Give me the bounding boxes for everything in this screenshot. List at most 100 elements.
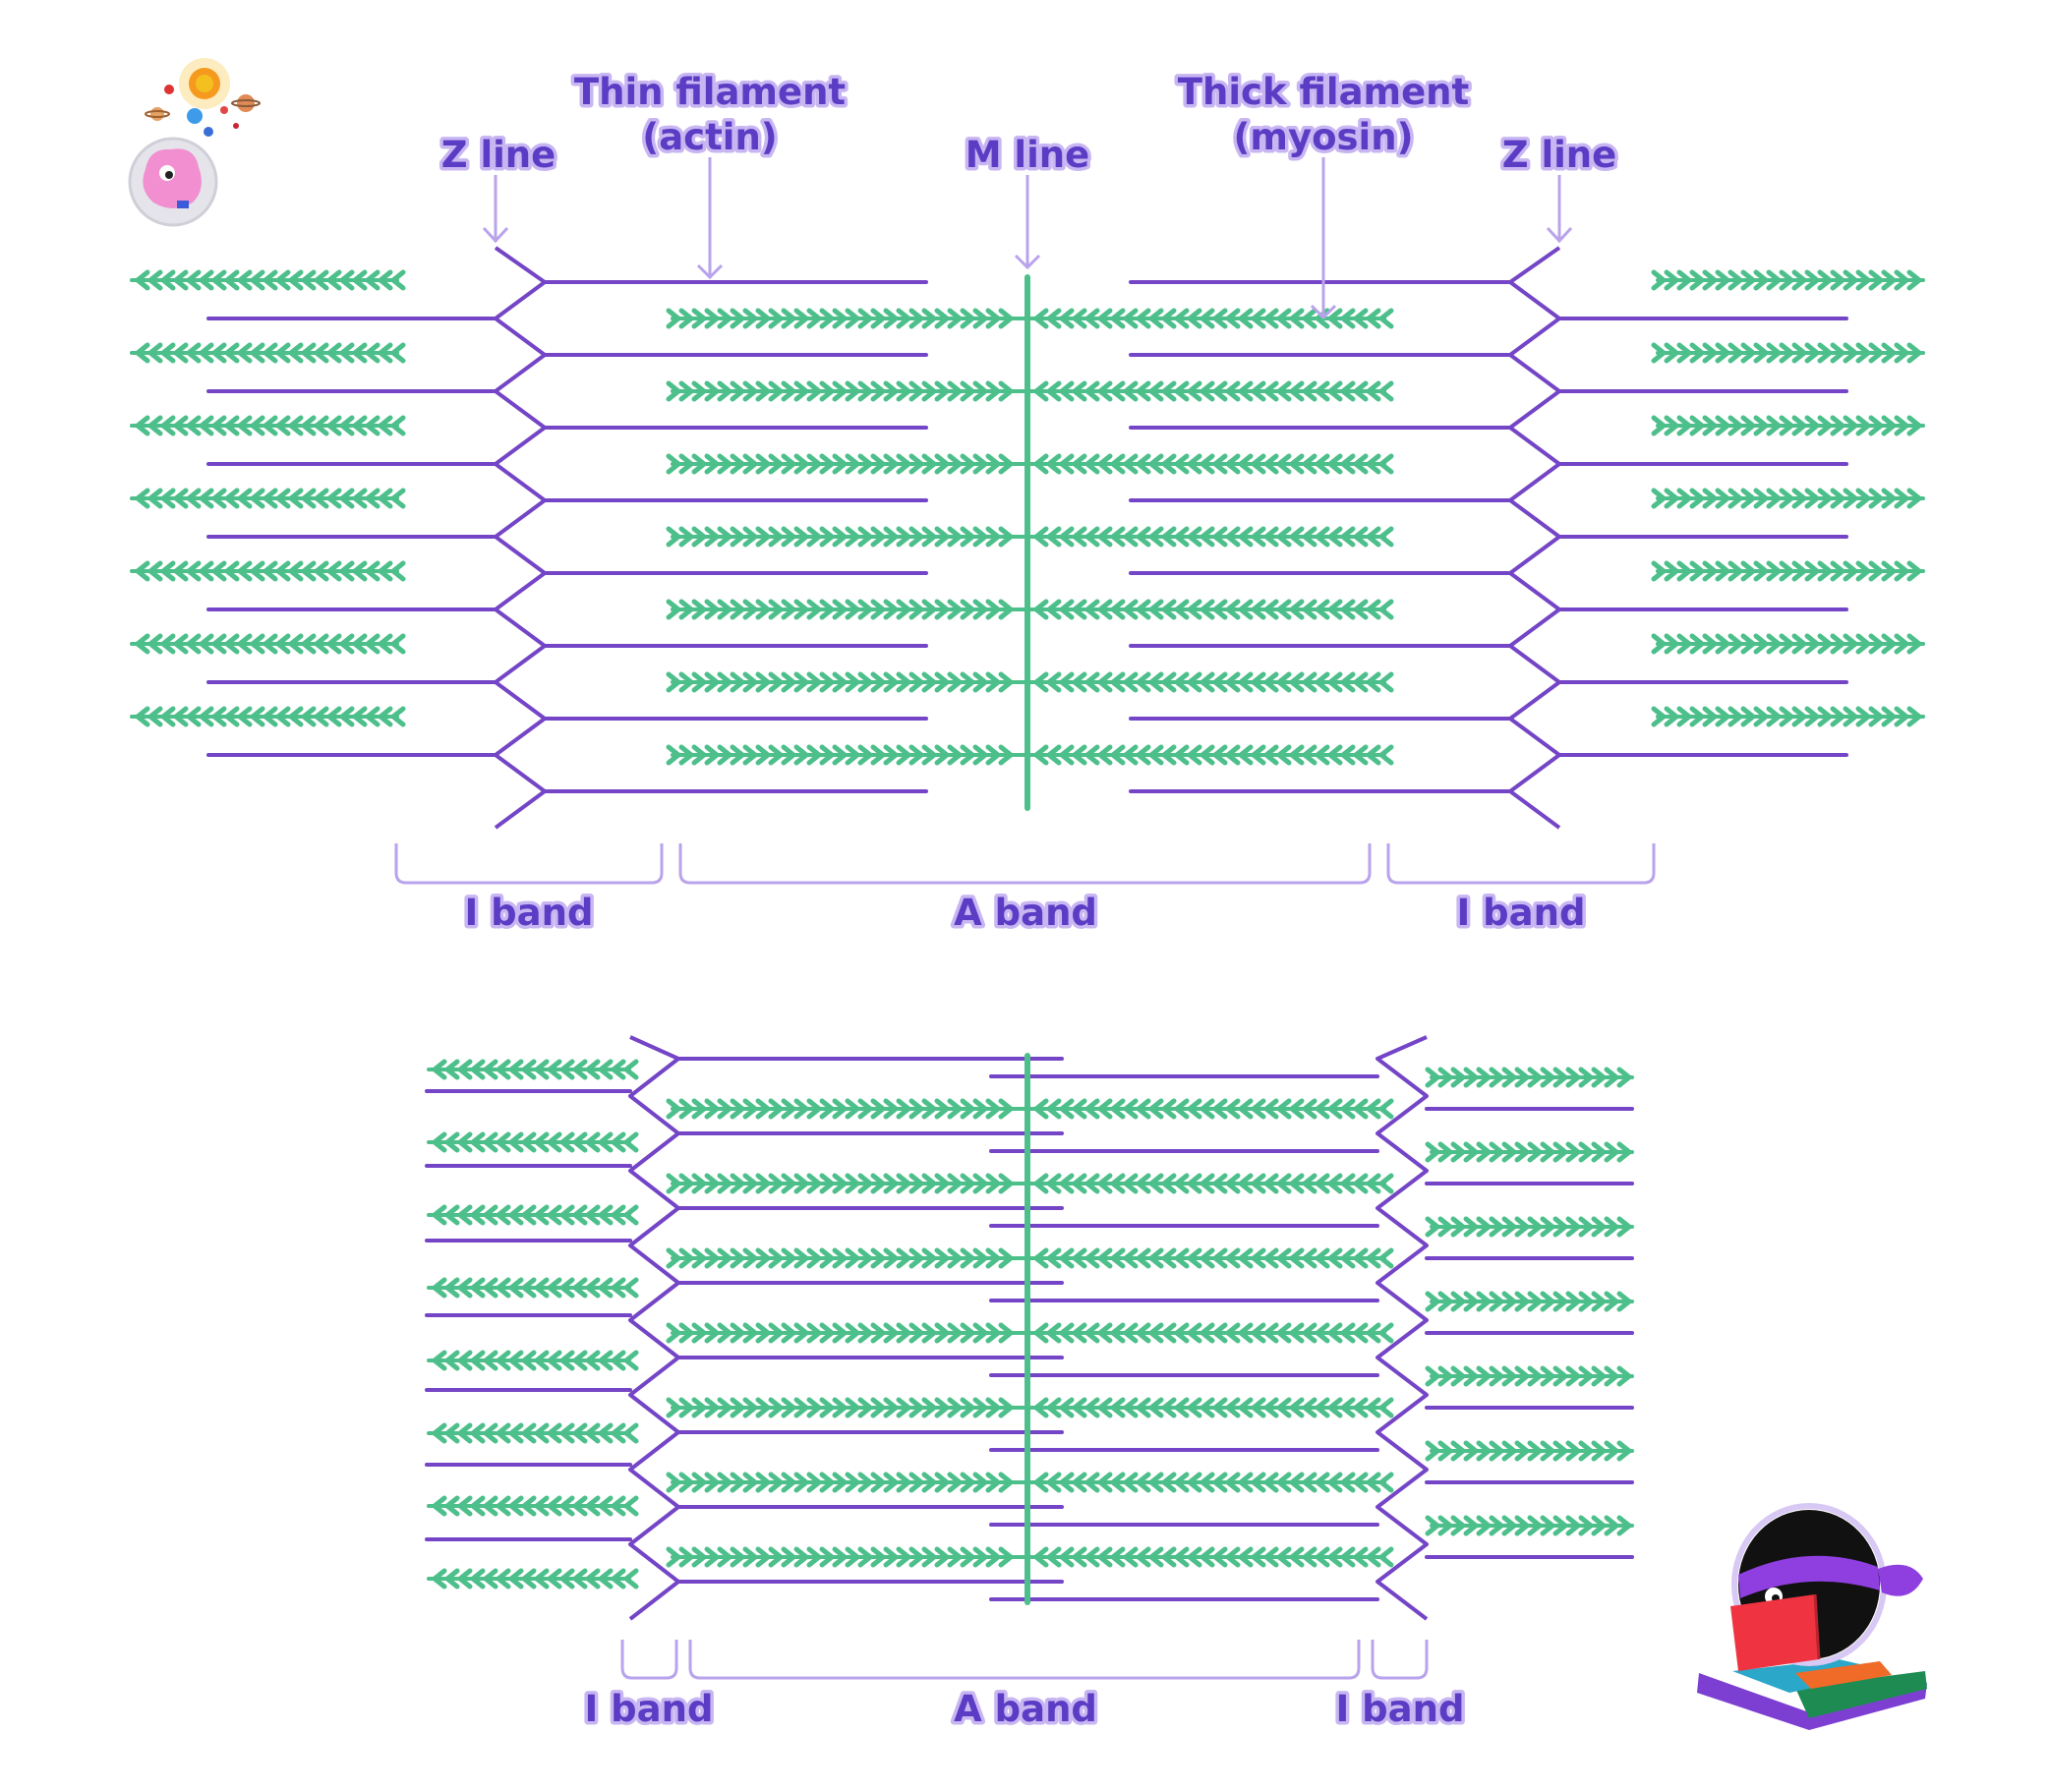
z-line-right (1376, 1035, 1429, 1621)
relaxed-band-brackets (394, 843, 1656, 885)
neighbour-thick-filament-right (1425, 1515, 1634, 1536)
thick-filament-right-half (1028, 744, 1394, 766)
myosin-heads (135, 342, 406, 364)
neighbour-thick-filament-left (130, 706, 406, 727)
myosin-heads (1033, 380, 1394, 402)
myosin-heads (432, 1568, 639, 1590)
z-line-left (494, 246, 547, 830)
neighbour-thick-filament-right (1651, 706, 1925, 727)
neighbour-thick-filament-right (1425, 1291, 1634, 1312)
myosin-heads (1425, 1291, 1632, 1312)
ninja-reading-mascot-icon (1697, 1503, 1927, 1730)
thick-filament-left-half (666, 1472, 1026, 1493)
a-band-bracket (678, 843, 1372, 885)
myosin-heads (666, 1546, 1014, 1568)
myosin-heads (135, 415, 406, 436)
thick-filament-right-half (1028, 1472, 1394, 1493)
thick-filament-label: Thick filament (1178, 71, 1469, 113)
z-line-right-pointer (1546, 175, 1573, 244)
neighbour-thick-filament-right (1651, 415, 1925, 436)
i-band-right-bracket (1386, 843, 1656, 885)
myosin-heads (666, 1397, 1014, 1418)
thick-filament-left-half (666, 308, 1026, 329)
myosin-heads (1033, 1322, 1394, 1344)
neighbour-thick-filament-right (1425, 1216, 1634, 1238)
thick-filament-right-half (1028, 1173, 1394, 1194)
myosin-heads (1651, 415, 1922, 436)
neighbour-thick-filament-left (427, 1204, 639, 1226)
thick-filament-right-half (1028, 453, 1394, 475)
contracted-sarcomere: I band A band I band (425, 1035, 1634, 1734)
neighbour-thick-filament-right (1651, 560, 1925, 582)
myosin-heads (135, 706, 406, 727)
myosin-heads (1425, 1216, 1632, 1238)
myosin-heads (432, 1059, 639, 1080)
neighbour-thick-filament-left (427, 1422, 639, 1444)
myosin-heads (1033, 1397, 1394, 1418)
label-pointers (482, 157, 1573, 320)
myosin-heads (432, 1277, 639, 1299)
relaxed-filaments (130, 246, 1925, 830)
thick-filament-left-half (666, 1173, 1026, 1194)
neighbour-thick-filament-left (130, 415, 406, 436)
neighbour-thick-filament-right (1651, 269, 1925, 291)
neighbour-thick-filament-right (1651, 342, 1925, 364)
myosin-heads (1033, 744, 1394, 766)
neighbour-thick-filament-left (427, 1059, 639, 1080)
myosin-heads (1033, 1472, 1394, 1493)
myosin-heads (1425, 1515, 1632, 1536)
z-line-right-label: Z line (1502, 134, 1617, 176)
thick-filament-right-half (1028, 526, 1394, 548)
m-line-pointer (1014, 175, 1041, 270)
thick-filament-left-half (666, 744, 1026, 766)
neighbour-thick-filament-left (427, 1277, 639, 1299)
thick-filament-left-half (666, 1546, 1026, 1568)
thick-filament-right-half (1028, 599, 1394, 620)
myosin-heads (1651, 269, 1922, 291)
myosin-heads (666, 599, 1014, 620)
myosin-heads (666, 526, 1014, 548)
thick-filament-right-half (1028, 308, 1394, 329)
thick-filament-left-half (666, 1322, 1026, 1344)
myosin-heads (666, 453, 1014, 475)
neighbour-thick-filament-left (427, 1131, 639, 1153)
contracted-band-brackets (620, 1640, 1429, 1680)
thick-filament-right-half (1028, 1397, 1394, 1418)
thick-filament-left-half (666, 453, 1026, 475)
a-band-bracket (688, 1640, 1361, 1680)
thick-filament-left-half (666, 599, 1026, 620)
neighbour-thick-filament-left (130, 488, 406, 509)
myosin-heads (666, 380, 1014, 402)
myosin-heads (135, 488, 406, 509)
thin-filament-pointer (696, 157, 724, 280)
thick-filament-sublabel: (myosin) (1234, 116, 1414, 158)
thick-filament-left-half (666, 380, 1026, 402)
myosin-heads (1033, 1247, 1394, 1269)
myosin-heads (666, 1247, 1014, 1269)
neighbour-thick-filament-right (1425, 1440, 1634, 1462)
thick-filament-left-half (666, 1247, 1026, 1269)
neighbour-thick-filament-left (130, 560, 406, 582)
z-line-left (628, 1035, 680, 1621)
thick-filament-left-half (666, 1397, 1026, 1418)
a-band-label: A band (954, 892, 1097, 934)
myosin-heads (1651, 560, 1922, 582)
neighbour-thick-filament-left (130, 269, 406, 291)
myosin-heads (1033, 453, 1394, 475)
myosin-heads (135, 560, 406, 582)
myosin-heads (1651, 706, 1922, 727)
thick-filament-left-half (666, 671, 1026, 693)
myosin-heads (1425, 1141, 1632, 1163)
myosin-heads (666, 1472, 1014, 1493)
myosin-heads (1651, 633, 1922, 655)
myosin-heads (135, 633, 406, 655)
myosin-heads (1033, 599, 1394, 620)
thick-filament-right-half (1028, 1247, 1394, 1269)
myosin-heads (1033, 1173, 1394, 1194)
myosin-heads (666, 671, 1014, 693)
i-band-left-label: I band (465, 892, 594, 934)
z-line-left-label: Z line (441, 134, 556, 176)
myosin-heads (135, 269, 406, 291)
myosin-heads (432, 1422, 639, 1444)
